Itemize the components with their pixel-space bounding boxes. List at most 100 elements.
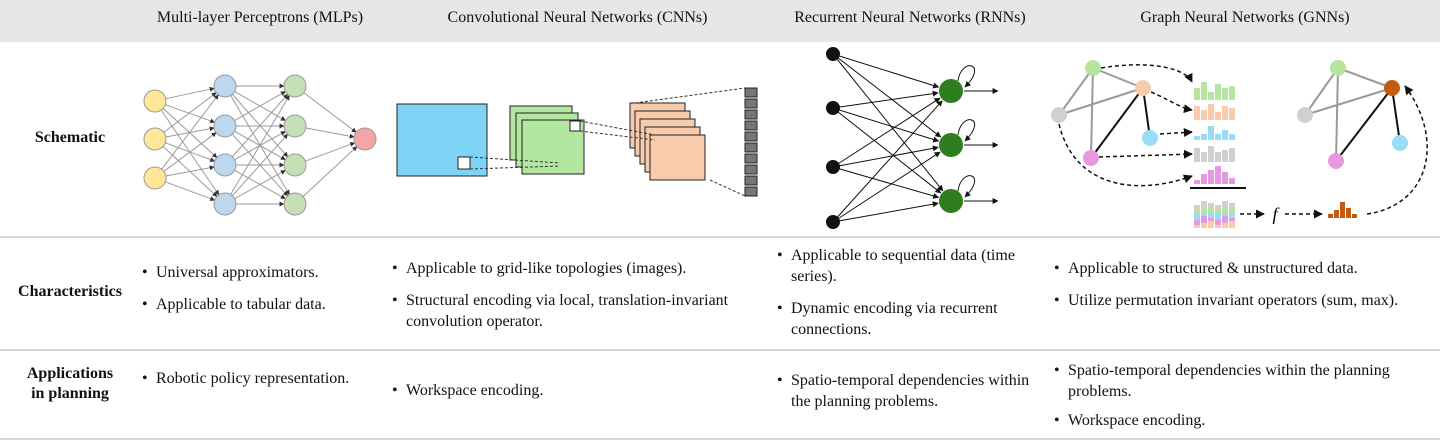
gnn-stacked-bar — [1229, 218, 1235, 221]
gnn-dashed-arrow — [1100, 64, 1193, 83]
mlp-edge — [165, 86, 215, 100]
characteristics-rnn: Applicable to sequential data (time seri… — [775, 245, 1045, 351]
rnn-input-node — [826, 101, 840, 115]
gnn-histogram-bar — [1340, 202, 1345, 218]
cnn-schematic — [396, 87, 758, 197]
cnn-dense-unit — [744, 131, 758, 142]
list-item: Robotic policy representation. — [140, 368, 380, 389]
gnn-histogram-bar — [1352, 214, 1357, 218]
gnn-histogram-bar — [1328, 214, 1333, 218]
gnn-dashed-arrow — [1098, 149, 1193, 159]
rnn-edge — [832, 53, 940, 89]
gnn-stacked-bar — [1194, 210, 1200, 213]
gnn-edge — [1335, 87, 1393, 162]
gnn-histogram-bar — [1229, 178, 1235, 184]
gnn-stacked-bar — [1201, 213, 1207, 216]
gnn-histogram-bar — [1194, 148, 1200, 162]
rnn-hidden-node — [939, 133, 963, 157]
applications-mlp: Robotic policy representation. — [140, 368, 380, 400]
mlp-node — [353, 127, 377, 151]
gnn-stacked-bar — [1222, 201, 1228, 208]
gnn-node — [1328, 153, 1344, 169]
mlp-node — [283, 153, 307, 177]
mlp-edge — [163, 132, 217, 172]
rnn-edge — [832, 90, 939, 109]
gnn-function-label: f — [1272, 204, 1280, 224]
gnn-histogram-bar — [1194, 136, 1200, 140]
rnn-hidden-node — [939, 189, 963, 213]
header-rnn: Recurrent Neural Networks (RNNs) — [794, 9, 1026, 26]
row-label-schematic: Schematic — [34, 129, 106, 146]
gnn-node — [1083, 150, 1099, 166]
mlp-node — [283, 192, 307, 216]
gnn-stacked-bar — [1208, 206, 1214, 213]
gnn-histogram-bar — [1208, 92, 1214, 100]
gnn-node — [1392, 135, 1408, 151]
gnn-schematic — [1051, 60, 1428, 228]
cnn-dense-unit — [744, 142, 758, 153]
cnn-dashed-line — [634, 87, 746, 104]
gnn-node — [1142, 130, 1158, 146]
gnn-histogram-bar — [1215, 166, 1221, 184]
row-separator-1 — [0, 236, 1440, 238]
characteristics-mlp: Universal approximators. Applicable to t… — [140, 262, 380, 326]
gnn-stacked-bar — [1201, 223, 1207, 228]
gnn-edge — [1090, 67, 1094, 159]
gnn-stacked-bar — [1222, 223, 1228, 228]
header-gnn: Graph Neural Networks (GNNs) — [1140, 9, 1350, 26]
gnn-histogram-bar — [1201, 110, 1207, 120]
cnn-dense-unit — [744, 175, 758, 186]
applications-rnn: Spatio-temporal dependencies within the … — [775, 370, 1045, 423]
gnn-histogram-bar — [1208, 146, 1214, 162]
schematic-diagrams: f — [143, 47, 1428, 229]
list-item: Applicable to structured & unstructured … — [1052, 258, 1438, 279]
gnn-node — [1297, 107, 1313, 123]
gnn-histogram-bar — [1334, 210, 1339, 218]
mlp-edge — [230, 95, 290, 195]
mlp-edge — [303, 92, 357, 133]
gnn-stacked-bar — [1215, 210, 1221, 213]
cnn-kernel-input — [457, 156, 471, 170]
mlp-edge — [161, 94, 219, 170]
gnn-histogram-bar — [1229, 148, 1235, 162]
gnn-node — [1330, 60, 1346, 76]
characteristics-gnn: Applicable to structured & unstructured … — [1052, 258, 1438, 322]
header-cnn: Convolutional Neural Networks (CNNs) — [447, 9, 708, 26]
mlp-edge — [234, 169, 286, 200]
gnn-histogram-bar — [1222, 172, 1228, 184]
list-item: Applicable to tabular data. — [140, 294, 380, 315]
mlp-node — [143, 166, 167, 190]
gnn-histogram-bar — [1194, 106, 1200, 120]
list-item: Structural encoding via local, translati… — [390, 290, 765, 332]
gnn-histogram-bar — [1201, 134, 1207, 140]
rnn-edge — [832, 201, 939, 223]
gnn-stacked-bar — [1208, 218, 1214, 221]
list-item: Workspace encoding. — [1052, 410, 1438, 431]
gnn-histogram-bar — [1194, 180, 1200, 184]
rnn-input-node — [826, 215, 840, 229]
gnn-edge — [1337, 67, 1393, 89]
gnn-histogram-bar — [1208, 104, 1214, 120]
list-item: Utilize permutation invariant operators … — [1052, 290, 1438, 311]
cnn-dashed-line — [579, 130, 656, 141]
gnn-stacked-bar — [1201, 208, 1207, 213]
gnn-stacked-bar — [1201, 216, 1207, 223]
gnn-histogram-bar — [1201, 82, 1207, 100]
gnn-histogram-bar — [1222, 150, 1228, 162]
rnn-edge — [832, 53, 944, 192]
gnn-stacked-bar — [1229, 213, 1235, 218]
list-item: Applicable to grid-like topologies (imag… — [390, 258, 765, 279]
gnn-stacked-bar — [1194, 220, 1200, 225]
applications-cnn: Workspace encoding. — [390, 380, 765, 412]
gnn-histogram-bar — [1208, 170, 1214, 184]
gnn-stacked-bar — [1215, 225, 1221, 228]
gnn-stacked-bar — [1229, 203, 1235, 206]
rnn-schematic — [826, 47, 999, 229]
gnn-stacked-bar — [1215, 205, 1221, 210]
applications-gnn: Spatio-temporal dependencies within the … — [1052, 360, 1438, 442]
gnn-stacked-bar — [1194, 225, 1200, 228]
gnn-node — [1051, 107, 1067, 123]
cnn-dense-unit — [744, 98, 758, 109]
cnn-dashed-line — [709, 179, 746, 197]
mlp-edge — [231, 133, 289, 197]
